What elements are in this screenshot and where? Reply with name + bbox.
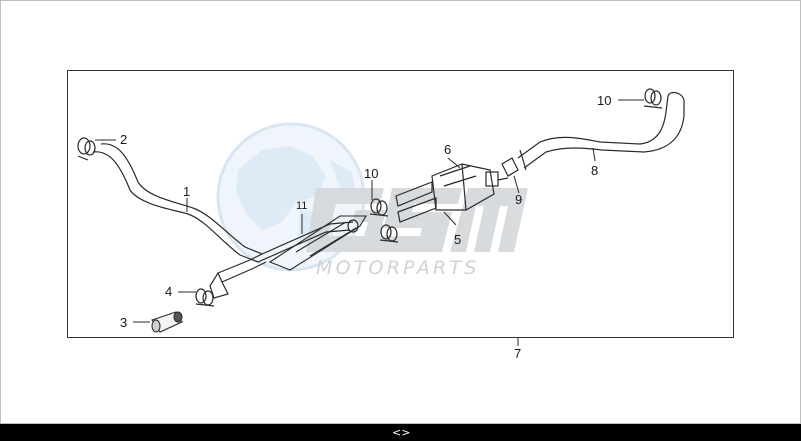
rear-pipe-part-8: [517, 91, 685, 171]
heat-shield-part-11: [268, 215, 367, 271]
gasket-part-9: [501, 157, 519, 177]
leader-lines: [95, 99, 644, 346]
callout-1: 1: [183, 184, 191, 199]
callout-8: 8: [591, 163, 599, 178]
clamp-part-10-top: [643, 88, 663, 109]
watermark-logo: [306, 188, 528, 252]
callout-10-top: 10: [597, 93, 612, 108]
clamp-part-10-middle: [369, 198, 399, 243]
prev-next-icon[interactable]: <>: [392, 426, 411, 439]
bottom-bar: <>: [0, 424, 801, 441]
callout-7: 7: [514, 346, 522, 361]
muffler-part-6: [395, 163, 509, 223]
callout-5: 5: [454, 232, 462, 247]
clamp-part-4: [195, 288, 215, 307]
callout-3: 3: [120, 315, 128, 330]
callout-2: 2: [120, 132, 128, 147]
exhaust-pipe-part-1: [92, 143, 359, 299]
watermark-tagline: MOTORPARTS: [316, 257, 480, 279]
callout-9: 9: [515, 192, 523, 207]
clamp-part-2: [77, 137, 96, 161]
parts-box: [67, 70, 734, 338]
callout-6: 6: [444, 142, 452, 157]
callout-10-middle: 10: [364, 166, 379, 181]
end-tip-part-3: [151, 311, 183, 333]
callout-11: 11: [296, 200, 308, 212]
callout-4: 4: [165, 284, 173, 299]
